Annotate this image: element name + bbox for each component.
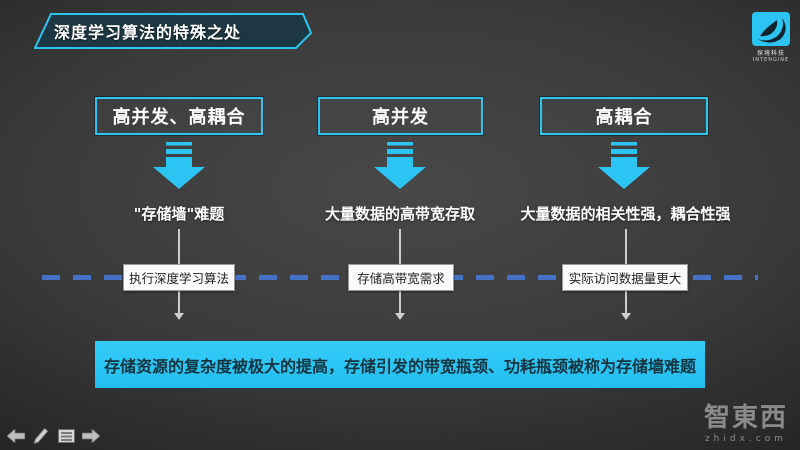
next-slide-arrow-icon[interactable] [81, 427, 101, 445]
logo-company-name-en: INTENGINE [752, 57, 790, 63]
description-label-1: "存储墙"难题 [133, 204, 225, 223]
category-box-2: 高并发 [318, 97, 483, 135]
category-box-1: 高并发、高耦合 [95, 97, 263, 135]
company-logo: 探境科技 INTENGINE [748, 12, 794, 63]
description-label-3: 大量数据的相关性强，耦合性强 [520, 204, 731, 223]
slideshow-nav-controls [6, 427, 101, 445]
striped-down-arrow-icon [374, 142, 426, 189]
category-box-3: 高耦合 [540, 97, 708, 135]
pen-icon[interactable] [31, 427, 51, 445]
process-tag-1: 执行深度学习算法 [123, 264, 235, 291]
description-label-2: 大量数据的高带宽存取 [324, 204, 475, 223]
watermark-site: zhidx.com [704, 434, 788, 444]
logo-mark-icon [752, 12, 790, 46]
process-tag-3: 实际访问数据量更大 [562, 264, 688, 291]
watermark-brand: 智東西 [703, 403, 788, 433]
slide-title: 深度学习算法的特殊之处 [54, 23, 242, 42]
logo-company-name-cn: 探境科技 [756, 50, 785, 57]
previous-slide-arrow-icon[interactable] [6, 427, 26, 445]
conclusion-banner: 存储资源的复杂度被极大的提高，存储引发的带宽瓶颈、功耗瓶颈被称为存储墙难题 [95, 341, 705, 388]
striped-down-arrow-icon [153, 142, 205, 189]
striped-down-arrow-icon [598, 142, 650, 189]
slide-header-banner: 深度学习算法的特殊之处 [34, 13, 312, 49]
watermark: 智東西 zhidx.com [704, 405, 788, 444]
header-banner-shape [34, 13, 312, 49]
process-tag-2: 存储高带宽需求 [348, 264, 454, 291]
slide-list-icon[interactable] [56, 427, 76, 445]
